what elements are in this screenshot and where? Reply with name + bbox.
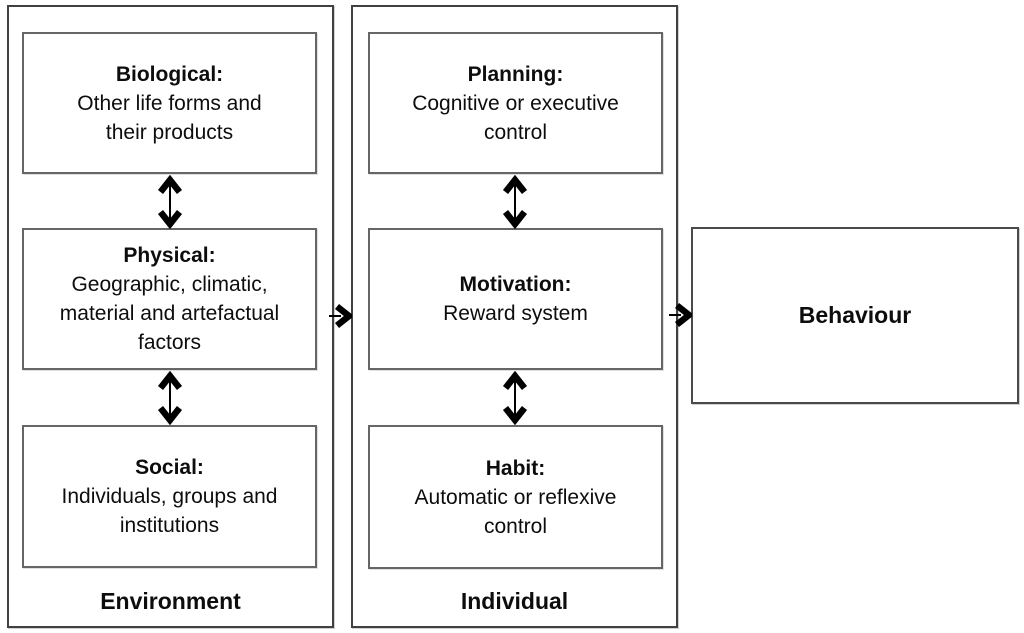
individual-label: Individual [460, 588, 569, 614]
right-arrow-icon [329, 303, 352, 329]
box-line: Cognitive or executive [412, 91, 619, 115]
planning-box: Planning: Cognitive or executive control [368, 32, 663, 174]
box-title: Biological: [115, 62, 224, 86]
box-line: control [483, 514, 548, 538]
biological-box: Biological: Other life forms and their p… [22, 32, 317, 174]
box-line: control [483, 120, 548, 144]
box-line: their products [105, 120, 234, 144]
box-line: Automatic or reflexive [414, 485, 617, 509]
box-title: Habit: [485, 456, 546, 480]
up-down-arrow-icon [157, 371, 183, 425]
box-line: institutions [119, 514, 220, 537]
box-line: material and artefactual [59, 302, 280, 325]
physical-box: Physical: Geographic, climatic, material… [22, 228, 317, 370]
box-line: factors [137, 331, 202, 354]
up-down-arrow-icon [502, 175, 528, 229]
box-title: Social: [135, 456, 204, 479]
box-line: Other life forms and [77, 91, 262, 115]
box-line: Geographic, climatic, [71, 273, 268, 296]
up-down-arrow-icon [157, 175, 183, 229]
environment-label: Environment [100, 588, 241, 614]
motivation-box: Motivation: Reward system [368, 228, 663, 370]
habit-box: Habit: Automatic or reflexive control [368, 425, 663, 569]
social-box: Social: Individuals, groups and institut… [22, 425, 317, 568]
behaviour-box: Behaviour [691, 227, 1019, 404]
box-line: Reward system [443, 302, 588, 325]
box-title: Physical: [123, 244, 216, 267]
box-line: Individuals, groups and [61, 485, 278, 508]
box-title: Planning: [467, 62, 564, 86]
up-down-arrow-icon [502, 371, 528, 425]
behaviour-label: Behaviour [798, 302, 912, 328]
box-title: Motivation: [459, 273, 572, 296]
right-arrow-icon [669, 302, 692, 328]
